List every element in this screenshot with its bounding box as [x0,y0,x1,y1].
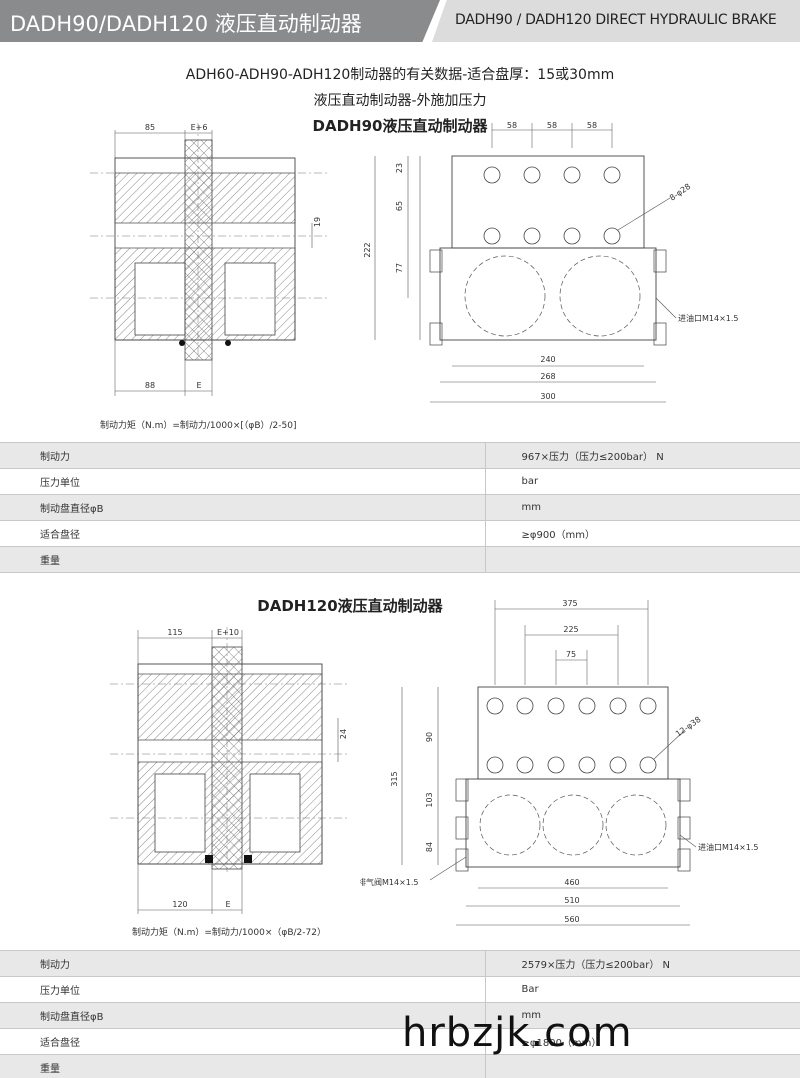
dadh90-dim-pitch-2: 58 [547,121,557,130]
dadh120-formula: 制动力矩（N.m）=制动力/1000×（φB/2-72） [132,928,326,938]
spec-value: mm [485,1002,800,1029]
spec-label: 制动盘直径φB [0,494,486,521]
dadh90-holes-label: 8-φ28 [668,182,692,203]
table-row: 压力单位 Bar [0,976,800,1003]
dadh120-dim-slot: 24 [339,729,348,739]
table-row: 制动力 2579×压力（压力≤200bar） N [0,950,800,977]
spec-value: ≥φ900（mm） [485,520,800,547]
dadh120-dim-top-gap: E+10 [217,628,239,637]
spec-value [485,1054,800,1078]
dadh120-title: DADH120液压直动制动器 [257,597,443,615]
dadh90-dim-slot: 19 [313,217,322,227]
dadh90-dim-w3: 300 [540,392,555,401]
dadh90-dim-pitch-3: 58 [587,121,597,130]
table-row: 压力单位 bar [0,468,800,495]
intro-line-2: 液压直动制动器-外施加压力 [313,93,487,109]
dadh90-dim-top-gap: E+6 [191,123,208,132]
watermark: hrbzjk.com [402,1010,633,1056]
table-row: 重量 [0,1054,800,1078]
spec-label: 制动盘直径φB [0,1002,486,1029]
dadh120-dim-w1: 460 [564,878,579,887]
dadh90-front-view-drawing: 58 58 58 23 65 77 222 8-φ28 进油口M14×1.5 2… [363,121,739,403]
dadh120-dim-w2: 510 [564,896,579,905]
dadh90-dim-pitch-1: 58 [507,121,517,130]
spec-label: 适合盘径 [0,1028,486,1055]
dadh90-side-view-drawing: 85 E+6 19 88 E [90,123,330,396]
dadh90-dim-bottom-width: 88 [145,381,155,390]
dadh90-dim-total-h: 222 [363,242,372,257]
dadh120-dim-h1: 90 [425,732,434,742]
dadh90-dim-h2: 65 [395,201,404,211]
dadh90-spec-table: 制动力 967×压力（压力≤200bar） N 压力单位 bar 制动盘直径φB… [0,442,800,573]
dadh120-dim-bottom-gap: E [225,900,230,909]
spec-label: 压力单位 [0,976,486,1003]
dadh120-vent-label: 排气阀M14×1.5 [360,877,419,887]
spec-label: 制动力 [0,442,486,469]
spec-value: 967×压力（压力≤200bar） N [485,442,800,469]
table-row: 制动盘直径φB mm [0,1002,800,1029]
spec-label: 重量 [0,1054,486,1078]
dadh120-dim-bottom-width: 120 [172,900,187,909]
header-left-band [0,0,440,42]
spec-label: 压力单位 [0,468,486,495]
dadh90-port-label: 进油口M14×1.5 [678,313,739,323]
page-header: DADH90/DADH120 液压直动制动器 DADH90 / DADH120 … [0,0,800,42]
spec-value: ≥φ1800（mm） [485,1028,800,1055]
header-title-en: DADH90 / DADH120 DIRECT HYDRAULIC BRAKE [455,12,777,28]
dadh90-dim-bottom-gap: E [196,381,201,390]
dadh120-port-label: 进油口M14×1.5 [698,842,759,852]
dadh90-formula: 制动力矩（N.m）=制动力/1000×[（φB）/2-50] [100,421,297,431]
dadh90-title: DADH90液压直动制动器 [312,117,488,135]
spec-value [485,546,800,573]
dadh120-dim-h3: 84 [425,842,434,852]
table-row: 重量 [0,546,800,573]
dadh120-dim-top-width: 115 [167,628,182,637]
table-row: 适合盘径 ≥φ1800（mm） [0,1028,800,1055]
dadh90-dim-h1: 23 [395,163,404,173]
table-row: 适合盘径 ≥φ900（mm） [0,520,800,547]
dadh120-front-view-drawing: 375 225 75 90 103 84 315 12-φ38 进油口M14×1… [360,599,759,926]
dadh90-dim-w2: 268 [540,372,555,381]
dadh120-dim-total-h: 315 [390,771,399,786]
dadh120-dim-span-1: 375 [562,599,577,608]
dadh120-side-view-drawing: 115 E+10 24 120 E [110,627,350,914]
dadh120-dim-w3: 560 [564,915,579,924]
dadh120-spec-table: 制动力 2579×压力（压力≤200bar） N 压力单位 Bar 制动盘直径φ… [0,950,800,1078]
dadh120-holes-label: 12-φ38 [674,715,703,739]
spec-value: Bar [485,976,800,1003]
header-right-band [432,0,800,42]
table-row: 制动盘直径φB mm [0,494,800,521]
spec-value: bar [485,468,800,495]
dadh90-dim-w1: 240 [540,355,555,364]
spec-label: 制动力 [0,950,486,977]
dadh120-dim-h2: 103 [425,792,434,807]
spec-value: mm [485,494,800,521]
spec-label: 重量 [0,546,486,573]
table-row: 制动力 967×压力（压力≤200bar） N [0,442,800,469]
dadh120-dim-span-3: 75 [566,650,576,659]
dadh120-dim-span-2: 225 [563,625,578,634]
header-title-cn: DADH90/DADH120 液压直动制动器 [10,12,362,36]
dadh90-dim-top-width: 85 [145,123,155,132]
dadh90-dim-h3: 77 [395,263,404,273]
spec-label: 适合盘径 [0,520,486,547]
spec-value: 2579×压力（压力≤200bar） N [485,950,800,977]
intro-line-1: ADH60-ADH90-ADH120制动器的有关数据-适合盘厚：15或30mm [185,67,615,83]
